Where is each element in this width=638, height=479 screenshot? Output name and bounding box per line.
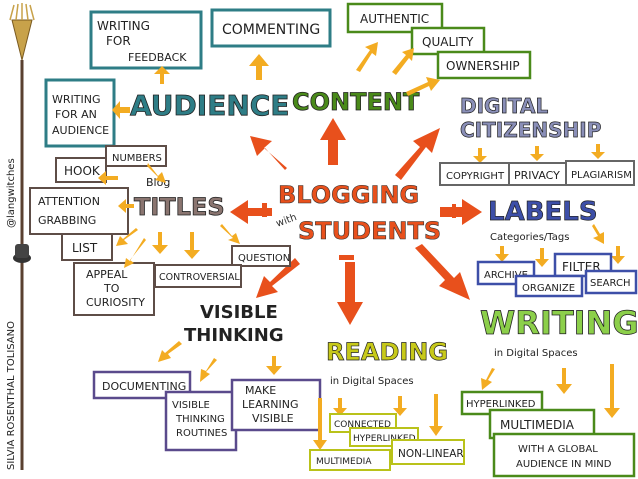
titles-branch: NUMBERS HOOK ATTENTION GRABBING LIST APP… (29, 145, 291, 316)
documenting-label: DOCUMENTING (102, 380, 186, 393)
reading-hyperlinked-label: HYPERLINKED (353, 434, 416, 444)
nonlinear-label: NON-LINEAR (398, 448, 464, 460)
search-label: SEARCH (590, 278, 630, 289)
routines-line1: VISIBLE (172, 400, 210, 411)
writing-audience-line3: AUDIENCE (52, 124, 109, 137)
citizenship-title: CITIZENSHIP (460, 118, 601, 142)
commenting-label: COMMENTING (222, 22, 320, 38)
digital-title: DIGITAL (460, 94, 548, 118)
visible-thinking-branch: VISIBLE THINKING DOCUMENTING VISIBLE THI… (92, 302, 322, 452)
routines-line3: ROUTINES (176, 428, 227, 439)
audience-arrow-commenting (249, 54, 269, 80)
content-title: CONTENT (292, 88, 420, 116)
labels-title: LABELS (488, 197, 598, 227)
make-visible-line2: LEARNING (242, 398, 298, 411)
appeal-line3: CURIOSITY (86, 296, 145, 309)
center-title-students: STUDENTS (298, 217, 441, 245)
ownership-label: OWNERSHIP (446, 59, 520, 73)
author-credit: SILVIA ROSENTHAL TOLISANO (6, 321, 17, 470)
labels-branch: LABELS Categories/Tags ARCHIVE FILTER OR… (476, 197, 638, 298)
quality-label: QUALITY (422, 35, 474, 49)
writing-multimedia-label: MULTIMEDIA (500, 418, 575, 432)
privacy-label: PRIVACY (514, 169, 560, 182)
reading-multimedia-label: MULTIMEDIA (316, 457, 372, 467)
copyright-label: COPYRIGHT (446, 171, 505, 182)
make-visible-line3: VISIBLE (252, 412, 294, 425)
audience-title: AUDIENCE (130, 89, 289, 122)
writing-audience-line1: WRITING (52, 93, 100, 106)
arrow-to-labels (440, 199, 482, 225)
arrow-to-audience (250, 136, 287, 170)
thinking-title: THINKING (184, 325, 284, 346)
author-handle: @langwitches (6, 158, 17, 228)
archive-label: ARCHIVE (484, 270, 528, 281)
question-label: QUESTION (238, 253, 290, 264)
routines-line2: THINKING (175, 414, 225, 425)
reading-subtitle: in Digital Spaces (330, 376, 414, 387)
center-arrows (230, 118, 482, 325)
arrow-to-digital-citizenship (395, 128, 440, 180)
visible-title: VISIBLE (200, 302, 278, 323)
global-line1: WITH A GLOBAL (518, 444, 598, 455)
global-line2: AUDIENCE IN MIND (516, 459, 612, 470)
numbers-label: NUMBERS (112, 153, 162, 164)
arrow-to-visible-thinking (256, 258, 300, 298)
controversial-label: CONTROVERSIAL (159, 272, 240, 283)
authentic-label: AUTHENTIC (360, 12, 429, 26)
make-visible-line1: MAKE (245, 384, 276, 397)
labels-subtitle: Categories/Tags (490, 232, 569, 243)
organize-label: ORGANIZE (522, 283, 575, 294)
connected-label: CONNECTED (334, 420, 391, 430)
audience-arrow-writing-audience (112, 101, 130, 119)
reading-title: READING (326, 338, 448, 366)
writing-feedback-line2: FOR (106, 34, 131, 48)
writing-feedback-line3: FEEDBACK (128, 51, 187, 64)
attention-line2: GRABBING (38, 214, 96, 227)
reading-branch: READING in Digital Spaces CONNECTED HYPE… (309, 338, 465, 471)
plagiarism-label: PLAGIARISM (571, 170, 632, 181)
list-label: LIST (72, 241, 98, 255)
center-with: with (275, 212, 299, 230)
content-branch: AUTHENTIC QUALITY OWNERSHIP CONTENT (292, 2, 532, 116)
center-title-blogging: BLOGGING (278, 181, 419, 209)
arrow-to-writing (415, 244, 470, 300)
writing-title: WRITING (480, 304, 638, 342)
writing-subtitle: in Digital Spaces (494, 348, 578, 359)
audience-arrow-feedback (154, 66, 170, 84)
writing-branch: WRITING in Digital Spaces HYPERLINKED MU… (460, 304, 638, 478)
appeal-line1: APPEAL (86, 268, 128, 281)
attention-line1: ATTENTION (38, 195, 100, 208)
digital-citizenship-branch: DIGITAL CITIZENSHIP COPYRIGHT PRIVACY PL… (439, 94, 635, 186)
appeal-line2: TO (103, 282, 120, 295)
broom-illustration (9, 3, 35, 470)
writing-audience-line2: FOR AN (55, 108, 97, 121)
arrow-to-reading (337, 262, 363, 325)
writing-feedback-line1: WRITING (97, 19, 150, 33)
audience-branch: WRITING FOR FEEDBACK COMMENTING WRITING … (44, 8, 332, 148)
writing-hyperlinked-label: HYPERLINKED (466, 399, 536, 410)
hook-label: HOOK (64, 164, 101, 178)
titles-title: TITLES (134, 193, 225, 221)
arrow-to-content (320, 118, 346, 165)
arrow-to-titles (230, 200, 272, 224)
